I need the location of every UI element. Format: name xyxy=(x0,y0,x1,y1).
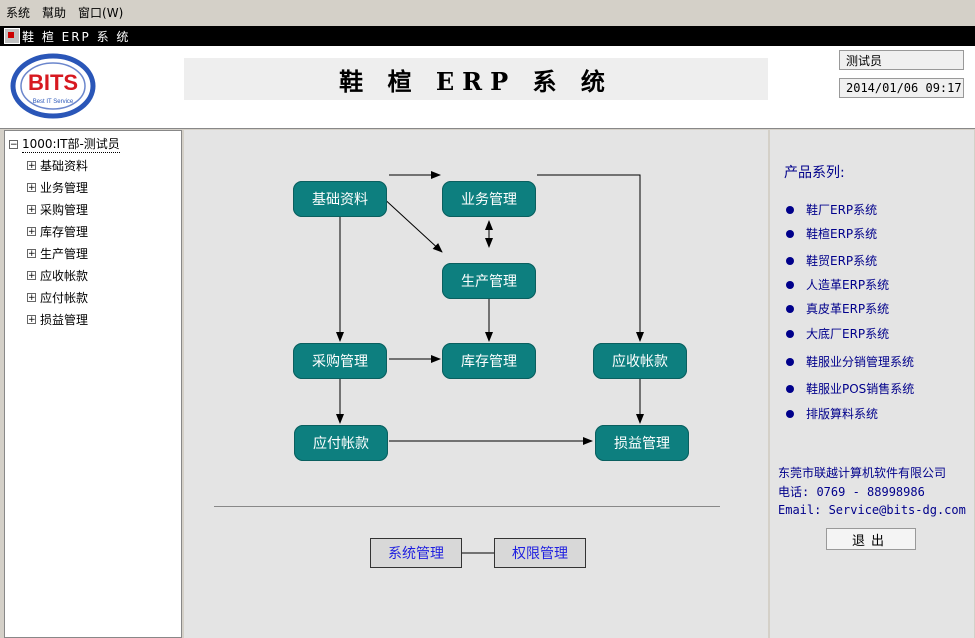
banner-title: 鞋 楦 ERP 系 统 xyxy=(339,66,613,96)
tree-item-purchase[interactable]: +采购管理 xyxy=(27,203,89,217)
module-tree: − 1000:IT部-测试员 +基础资料 +业务管理 +采购管理 +库存管理 +… xyxy=(4,130,182,638)
header: BITS Best IT Service 鞋 楦 ERP 系 统 测试员 201… xyxy=(0,46,975,129)
banner: 鞋 楦 ERP 系 统 xyxy=(184,58,768,100)
tree-item-payable[interactable]: +应付帐款 xyxy=(27,291,89,305)
company-email: Email: Service@bits-dg.com xyxy=(778,503,966,517)
product-item: 排版算料系统 xyxy=(786,405,878,422)
info-panel: 产品系列: 鞋厂ERP系统 鞋楦ERP系统 鞋贸ERP系统 人造革ERP系统 真… xyxy=(770,130,974,638)
flow-node-business[interactable]: 业务管理 xyxy=(442,181,536,217)
bullet-icon xyxy=(786,229,794,238)
products-title: 产品系列: xyxy=(784,165,845,181)
expand-icon[interactable]: + xyxy=(27,249,36,259)
arrow-business-receivable xyxy=(537,174,644,342)
expand-icon[interactable]: + xyxy=(27,271,36,281)
permission-management-button[interactable]: 权限管理 xyxy=(494,538,586,568)
exit-button[interactable]: 退出 xyxy=(826,528,916,550)
bullet-icon xyxy=(786,280,794,289)
flow-node-payable[interactable]: 应付帐款 xyxy=(294,425,388,461)
window-title: 鞋 楦 ERP 系 统 xyxy=(22,29,131,44)
product-item: 真皮革ERP系统 xyxy=(786,300,889,317)
menu-bar: 系统 幫助 窗口(W) xyxy=(0,0,975,24)
expand-icon[interactable]: + xyxy=(27,183,36,193)
title-bar: 鞋 楦 ERP 系 统 xyxy=(0,26,975,46)
bits-logo: BITS Best IT Service xyxy=(10,53,96,119)
tree-item-business[interactable]: +业务管理 xyxy=(27,181,89,195)
company-name: 东莞市联越计算机软件有限公司 xyxy=(778,466,947,480)
tree-root-label: 1000:IT部-测试员 xyxy=(22,137,120,153)
product-item: 鞋贸ERP系统 xyxy=(786,252,877,269)
tree-item-basic[interactable]: +基础资料 xyxy=(27,159,89,173)
bullet-icon xyxy=(786,357,794,366)
product-item: 鞋服业分销管理系统 xyxy=(786,353,914,370)
expand-icon[interactable]: + xyxy=(27,227,36,237)
bullet-icon xyxy=(786,409,794,418)
tree-item-inventory[interactable]: +库存管理 xyxy=(27,225,89,239)
collapse-icon[interactable]: − xyxy=(9,139,18,150)
main-window: 鞋 楦 ERP 系 统 BITS Best IT Service 鞋 楦 ERP… xyxy=(0,24,975,638)
expand-icon[interactable]: + xyxy=(27,315,36,325)
flow-node-profit[interactable]: 损益管理 xyxy=(595,425,689,461)
arrow-basic-production xyxy=(379,194,443,253)
product-item: 鞋服业POS销售系统 xyxy=(786,380,914,397)
product-item: 大底厂ERP系统 xyxy=(786,325,889,342)
current-datetime: 2014/01/06 09:17 xyxy=(839,78,964,98)
tree-item-production[interactable]: +生产管理 xyxy=(27,247,89,261)
bullet-icon xyxy=(786,304,794,313)
flow-node-receivable[interactable]: 应收帐款 xyxy=(593,343,687,379)
flow-node-basic[interactable]: 基础资料 xyxy=(293,181,387,217)
tree-item-profit[interactable]: +损益管理 xyxy=(27,313,89,327)
expand-icon[interactable]: + xyxy=(27,293,36,303)
current-user: 测试员 xyxy=(839,50,964,70)
product-item: 鞋厂ERP系统 xyxy=(786,201,877,218)
flow-node-purchase[interactable]: 采购管理 xyxy=(293,343,387,379)
expand-icon[interactable]: + xyxy=(27,205,36,215)
expand-icon[interactable]: + xyxy=(27,161,36,171)
company-phone: 电话: 0769 - 88998986 xyxy=(778,485,925,499)
flow-node-production[interactable]: 生产管理 xyxy=(442,263,536,299)
bullet-icon xyxy=(786,329,794,338)
bullet-icon xyxy=(786,256,794,265)
flow-arrows xyxy=(336,171,644,554)
app-icon[interactable] xyxy=(4,28,20,44)
divider xyxy=(214,506,720,507)
product-item: 人造革ERP系统 xyxy=(786,276,889,293)
bullet-icon xyxy=(786,384,794,393)
menu-window[interactable]: 窗口(W) xyxy=(78,5,124,20)
flow-diagram: 基础资料 业务管理 生产管理 采购管理 库存管理 应收帐款 应付帐款 损益管理 … xyxy=(184,130,768,638)
bullet-icon xyxy=(786,205,794,214)
menu-help[interactable]: 幫助 xyxy=(42,5,67,20)
logo-subtext: Best IT Service xyxy=(33,99,74,105)
product-item: 鞋楦ERP系统 xyxy=(786,225,877,242)
menu-system[interactable]: 系统 xyxy=(6,5,31,20)
tree-item-receivable[interactable]: +应收帐款 xyxy=(27,269,89,283)
flow-node-inventory[interactable]: 库存管理 xyxy=(442,343,536,379)
logo-text: BITS xyxy=(28,70,78,95)
tree-root[interactable]: − 1000:IT部-测试员 xyxy=(9,135,120,153)
system-management-button[interactable]: 系统管理 xyxy=(370,538,462,568)
